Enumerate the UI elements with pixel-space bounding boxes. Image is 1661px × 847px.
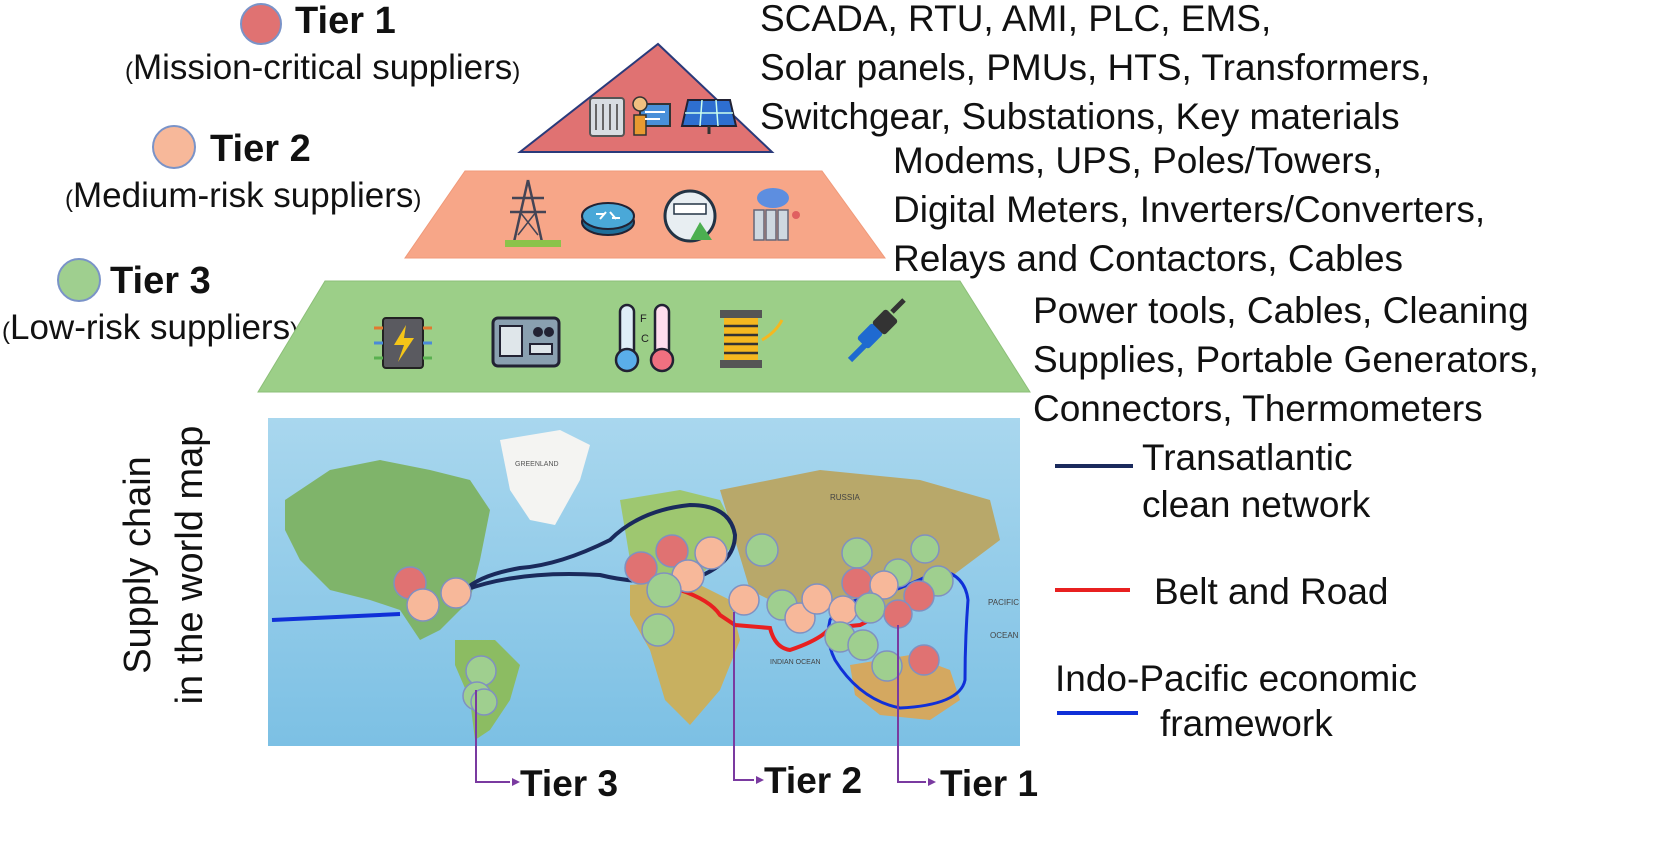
legend-indo-pacific-line2: framework	[1160, 703, 1333, 744]
supplier-dot-tier2	[728, 584, 760, 616]
supplier-dot-tier3	[871, 650, 903, 682]
map-label-russia: RUSSIA	[830, 493, 860, 502]
tier2-pointer	[733, 612, 754, 781]
legend-transatlantic-line2: clean network	[1142, 484, 1371, 525]
supplier-dot-tier1	[883, 599, 913, 629]
pyramid-tier3	[257, 280, 1031, 393]
map-label-indian-ocean: INDIAN OCEAN	[770, 659, 821, 666]
supplier-dot-tier3	[646, 572, 682, 608]
tier2-arrowhead	[756, 776, 764, 784]
tier2-subtitle: (Medium-risk suppliers)	[65, 176, 422, 215]
transmission-tower-icon	[505, 179, 561, 247]
engineer-dashboard-icon	[632, 96, 671, 136]
tier3-item-line: Connectors, Thermometers	[1033, 388, 1483, 429]
thermometer-icon: F C	[614, 303, 675, 373]
supplier-dot-tier2	[869, 570, 899, 600]
supplier-dot-tier3	[847, 629, 879, 661]
tier2-dot	[152, 125, 196, 169]
tier-pointer-arrows	[475, 612, 926, 783]
tier1-items: SCADA, RTU, AMI, PLC, EMS, Solar panels,…	[760, 0, 1430, 141]
supplier-dots	[393, 533, 954, 716]
route-belt-and-road	[679, 588, 881, 653]
tier1-dot	[240, 3, 282, 45]
supplier-dot-tier2	[406, 588, 440, 622]
supplier-dot-tier1	[908, 644, 940, 676]
tier1-item-line: Switchgear, Substations, Key materials	[760, 96, 1400, 137]
supplier-dot-tier3	[745, 533, 779, 567]
tier3-pointer	[475, 690, 510, 783]
tier1-title: Tier 1	[295, 0, 396, 42]
greenland	[500, 430, 590, 525]
bottom-label-tier2: Tier 2	[764, 760, 863, 801]
supplier-dot-tier3	[910, 534, 940, 564]
tier2-item-line: Relays and Contactors, Cables	[893, 238, 1404, 279]
cloud-server-icon	[753, 188, 800, 241]
tier3-arrowhead	[512, 778, 520, 786]
tier1-item-line: Solar panels, PMUs, HTS, Transformers,	[760, 47, 1431, 88]
tier2-title: Tier 2	[210, 128, 311, 170]
cable-spool-icon	[720, 310, 784, 368]
tier3-item-line: Supplies, Portable Generators,	[1033, 339, 1539, 380]
tier2-item-line: Modems, UPS, Poles/Towers,	[893, 140, 1383, 181]
supplier-dot-tier2	[801, 583, 833, 615]
tier1-arrowhead	[928, 778, 936, 786]
supplier-dot-tier3	[841, 537, 873, 569]
supplier-dot-tier2	[694, 536, 728, 570]
supplier-dot-tier3	[470, 688, 498, 716]
supplier-dot-tier3	[854, 592, 886, 624]
tier2-item-line: Digital Meters, Inverters/Converters,	[893, 189, 1486, 230]
transformer-icon	[589, 97, 625, 137]
legend-indo-pacific-line1: Indo-Pacific economic	[1055, 658, 1417, 699]
svg-text:C: C	[641, 333, 649, 345]
tier3-item-line: Power tools, Cables, Cleaning	[1033, 290, 1529, 331]
tier3-title: Tier 3	[110, 260, 211, 302]
electric-chip-icon	[374, 317, 432, 369]
bottom-label-tier3: Tier 3	[520, 763, 619, 804]
tier2-items: Modems, UPS, Poles/Towers, Digital Meter…	[893, 136, 1485, 283]
legend-belt-and-road: Belt and Road	[1154, 571, 1389, 612]
router-icon	[581, 202, 635, 236]
north-america	[285, 460, 490, 640]
legend-transatlantic-line1: Transatlantic	[1142, 437, 1353, 478]
legend-transatlantic: Transatlantic clean network	[1142, 434, 1370, 528]
solar-panel-icon	[680, 99, 738, 134]
plug-connector-icon	[847, 298, 906, 363]
supplier-dot-tier3	[465, 655, 497, 687]
route-indo-pacific	[271, 612, 401, 622]
tier1-item-line: SCADA, RTU, AMI, PLC, EMS,	[760, 0, 1272, 39]
supplier-dot-tier1	[655, 534, 689, 568]
supplier-dot-tier1	[624, 551, 658, 585]
tier1-subtitle: (Mission-critical suppliers)	[125, 48, 521, 87]
supplier-dot-tier2	[440, 577, 472, 609]
svg-text:F: F	[640, 313, 647, 325]
supplier-dot-tier1	[903, 580, 935, 612]
portable-generator-icon	[491, 316, 561, 368]
tier3-dot	[57, 258, 101, 302]
supplier-dot-tier2	[828, 595, 858, 625]
supplier-dot-tier3	[641, 613, 675, 647]
tier3-items: Power tools, Cables, Cleaning Supplies, …	[1033, 286, 1539, 433]
map-label-ocean: OCEAN	[990, 631, 1019, 640]
route-transatlantic	[463, 502, 738, 592]
bottom-label-tier1: Tier 1	[940, 763, 1039, 804]
map-label-greenland: GREENLAND	[515, 461, 559, 468]
tier3-subtitle: (Low-risk suppliers)	[2, 308, 298, 347]
map-label-pacific: PACIFIC	[988, 598, 1019, 607]
tier1-pointer	[897, 625, 926, 783]
digital-meter-icon	[663, 189, 717, 243]
